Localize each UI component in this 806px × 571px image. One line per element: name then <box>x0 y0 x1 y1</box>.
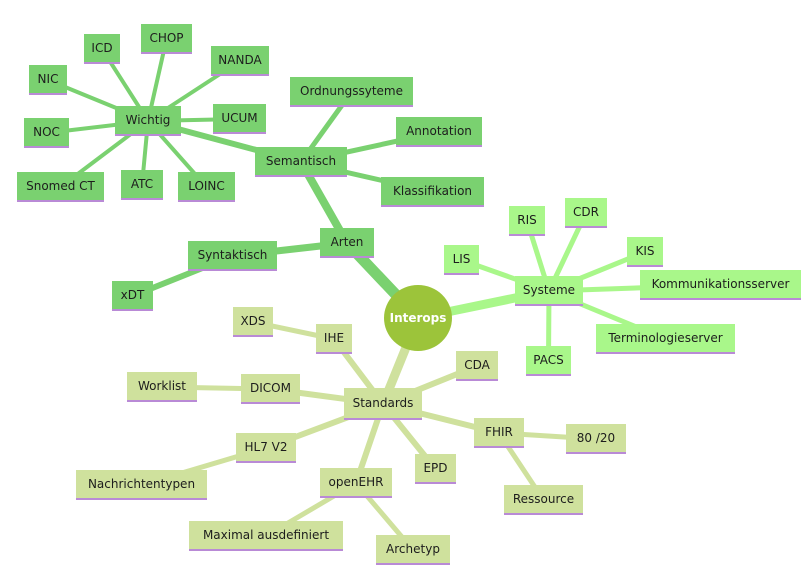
node-maximal-ausdefiniert[interactable]: Maximal ausdefiniert <box>189 521 343 551</box>
node-kommunikationsserver[interactable]: Kommunikationsserver <box>640 270 801 300</box>
node-ressource[interactable]: Ressource <box>504 485 583 515</box>
node-syntaktisch[interactable]: Syntaktisch <box>188 241 277 271</box>
node-loinc[interactable]: LOINC <box>178 172 235 202</box>
node-pacs[interactable]: PACS <box>526 346 571 376</box>
node-annotation[interactable]: Annotation <box>396 117 482 147</box>
node-nanda[interactable]: NANDA <box>211 46 269 76</box>
node-worklist[interactable]: Worklist <box>127 372 197 402</box>
node-xds[interactable]: XDS <box>233 307 273 337</box>
node-80-20[interactable]: 80 /20 <box>566 424 626 454</box>
node-ordnungssyteme[interactable]: Ordnungssyteme <box>290 77 413 107</box>
node-noc[interactable]: NOC <box>24 118 69 148</box>
node-semantisch[interactable]: Semantisch <box>255 147 347 177</box>
root-node-interops[interactable]: Interops <box>384 285 452 351</box>
node-dicom[interactable]: DICOM <box>241 374 300 404</box>
node-nachrichtentypen[interactable]: Nachrichtentypen <box>76 470 207 500</box>
node-hl7-v2[interactable]: HL7 V2 <box>236 433 296 463</box>
node-nic[interactable]: NIC <box>29 65 67 95</box>
node-standards[interactable]: Standards <box>344 388 422 420</box>
node-archetyp[interactable]: Archetyp <box>376 535 450 565</box>
node-cda[interactable]: CDA <box>456 351 498 381</box>
node-openehr[interactable]: openEHR <box>320 468 392 498</box>
node-arten[interactable]: Arten <box>320 228 374 258</box>
node-fhir[interactable]: FHIR <box>474 418 524 448</box>
node-systeme[interactable]: Systeme <box>515 276 583 306</box>
node-lis[interactable]: LIS <box>444 245 479 275</box>
node-terminologieserver[interactable]: Terminologieserver <box>596 324 735 354</box>
node-ris[interactable]: RIS <box>509 206 545 236</box>
node-kis[interactable]: KIS <box>627 237 663 267</box>
node-ucum[interactable]: UCUM <box>213 104 266 134</box>
node-cdr[interactable]: CDR <box>565 198 607 228</box>
node-xdt[interactable]: xDT <box>112 281 153 311</box>
node-klassifikation[interactable]: Klassifikation <box>381 177 484 207</box>
node-chop[interactable]: CHOP <box>141 24 192 54</box>
node-snomed-ct[interactable]: Snomed CT <box>17 172 104 202</box>
node-icd[interactable]: ICD <box>84 34 120 64</box>
node-atc[interactable]: ATC <box>121 170 163 200</box>
node-epd[interactable]: EPD <box>415 454 456 484</box>
node-ihe[interactable]: IHE <box>316 324 352 354</box>
node-wichtig[interactable]: Wichtig <box>115 106 181 136</box>
